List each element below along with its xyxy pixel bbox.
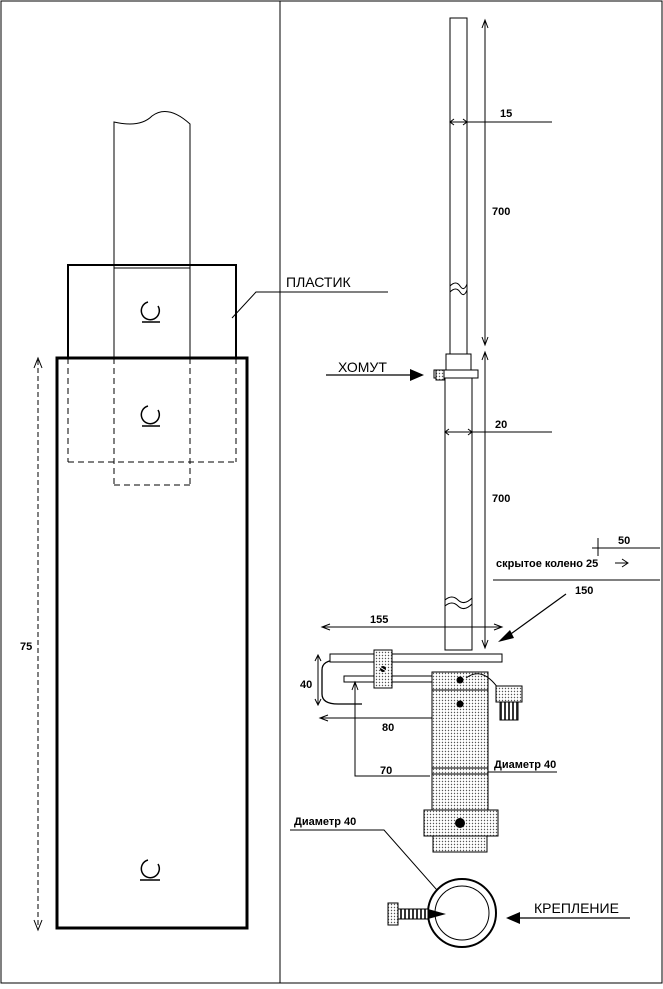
hidden-knee-label: скрытое колено 25 — [496, 558, 598, 570]
diameter-label-2: Диаметр 40 — [294, 816, 356, 828]
hidden-lines — [67, 358, 237, 486]
dim-offset: 50 — [618, 535, 630, 547]
dim-70: 70 — [380, 765, 392, 777]
plastic-leader — [231, 291, 388, 319]
screw-holes — [140, 301, 161, 881]
dim-height-line — [33, 356, 43, 932]
upper-tube — [113, 111, 191, 269]
right-view: 15 700 ХОМУТ 20 700 50 скрытое колено 25 — [290, 17, 660, 948]
dim-top-width: 15 — [500, 108, 512, 120]
dim-40: 40 — [300, 679, 312, 691]
dim-top-length: 700 — [492, 206, 510, 218]
dim-150: 150 — [575, 585, 593, 597]
dim-height-label: 75 — [20, 641, 32, 653]
hub-body — [431, 689, 489, 811]
mount-label: КРЕПЛЕНИЕ — [534, 900, 619, 916]
lower-tube — [444, 377, 473, 651]
upper-thin-tube — [449, 17, 468, 359]
dim-lower-width: 20 — [495, 419, 507, 431]
dim-80: 80 — [382, 722, 394, 734]
diameter-label-1: Диаметр 40 — [494, 759, 556, 771]
clamp-label: ХОМУТ — [338, 359, 387, 375]
left-view: 75 ПЛАСТИК — [20, 111, 388, 932]
plastic-sleeve — [67, 264, 237, 359]
mount-bolt — [397, 908, 429, 920]
dim-lower-length: 700 — [492, 493, 510, 505]
outer-body — [55, 356, 249, 930]
dim-155: 155 — [370, 614, 388, 626]
coax-connector — [495, 685, 523, 703]
plastic-label: ПЛАСТИК — [286, 274, 352, 290]
mount-bolt-head — [387, 902, 399, 926]
